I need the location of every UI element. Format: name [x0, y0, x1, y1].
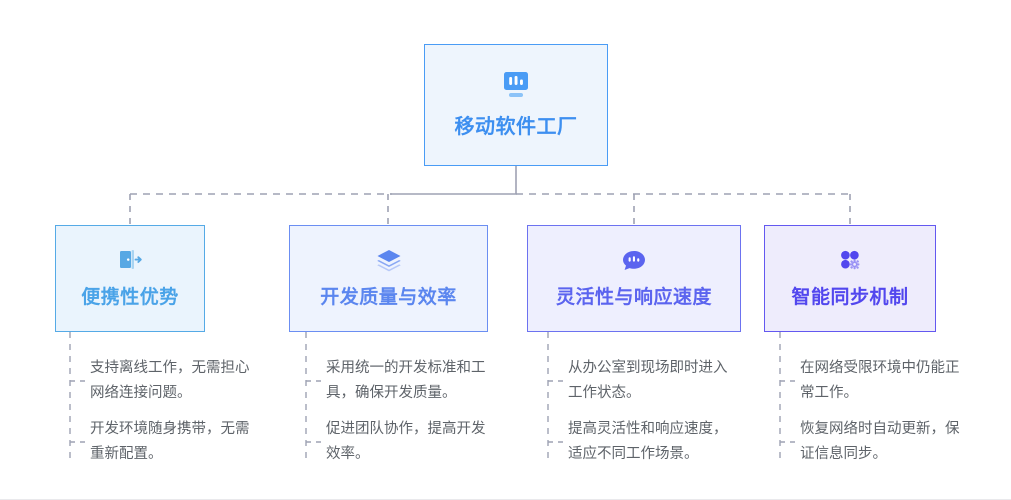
- door-exit-icon: [117, 247, 143, 273]
- description-text: 支持离线工作，无需担心 网络连接问题。: [90, 360, 250, 401]
- child-node-smart-sync[interactable]: 智能同步机制: [764, 225, 936, 332]
- description-text: 促进团队协作，提高开发 效率。: [326, 421, 486, 462]
- description-text: 恢复网络时自动更新，保 证信息同步。: [800, 421, 960, 462]
- child-node-portability[interactable]: 便携性优势: [55, 225, 205, 332]
- child-node-title: 灵活性与响应速度: [555, 287, 712, 309]
- description-text: 提高灵活性和响应速度， 适应不同工作场景。: [568, 421, 728, 462]
- chat-bubble-icon: [620, 247, 648, 273]
- child-node-quality-efficiency[interactable]: 开发质量与效率: [289, 225, 488, 332]
- root-node[interactable]: 移动软件工厂: [424, 44, 608, 166]
- child-node-title: 智能同步机制: [791, 287, 909, 309]
- child-node-title: 便携性优势: [81, 287, 179, 309]
- description-text: 从办公室到现场即时进入 工作状态。: [568, 360, 728, 401]
- description-text: 采用统一的开发标准和工 具，确保开发质量。: [326, 360, 486, 401]
- monitor-chart-icon: [501, 71, 531, 99]
- child-node-flexibility-response[interactable]: 灵活性与响应速度: [527, 225, 741, 332]
- description-text: 开发环境随身携带，无需 重新配置。: [90, 421, 250, 462]
- root-node-title: 移动软件工厂: [454, 116, 578, 138]
- layers-stack-icon: [375, 247, 403, 273]
- child-node-title: 开发质量与效率: [320, 287, 457, 309]
- description-text: 在网络受限环境中仍能正 常工作。: [800, 360, 960, 401]
- apps-gear-icon: [836, 247, 864, 273]
